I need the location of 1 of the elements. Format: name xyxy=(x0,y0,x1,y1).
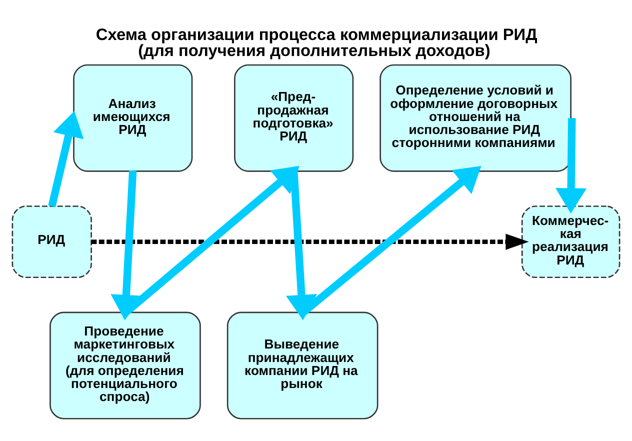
diagram-title: Схема организации процесса коммерциализации РИД (для получения дополнительных доходов) xyxy=(96,25,538,60)
